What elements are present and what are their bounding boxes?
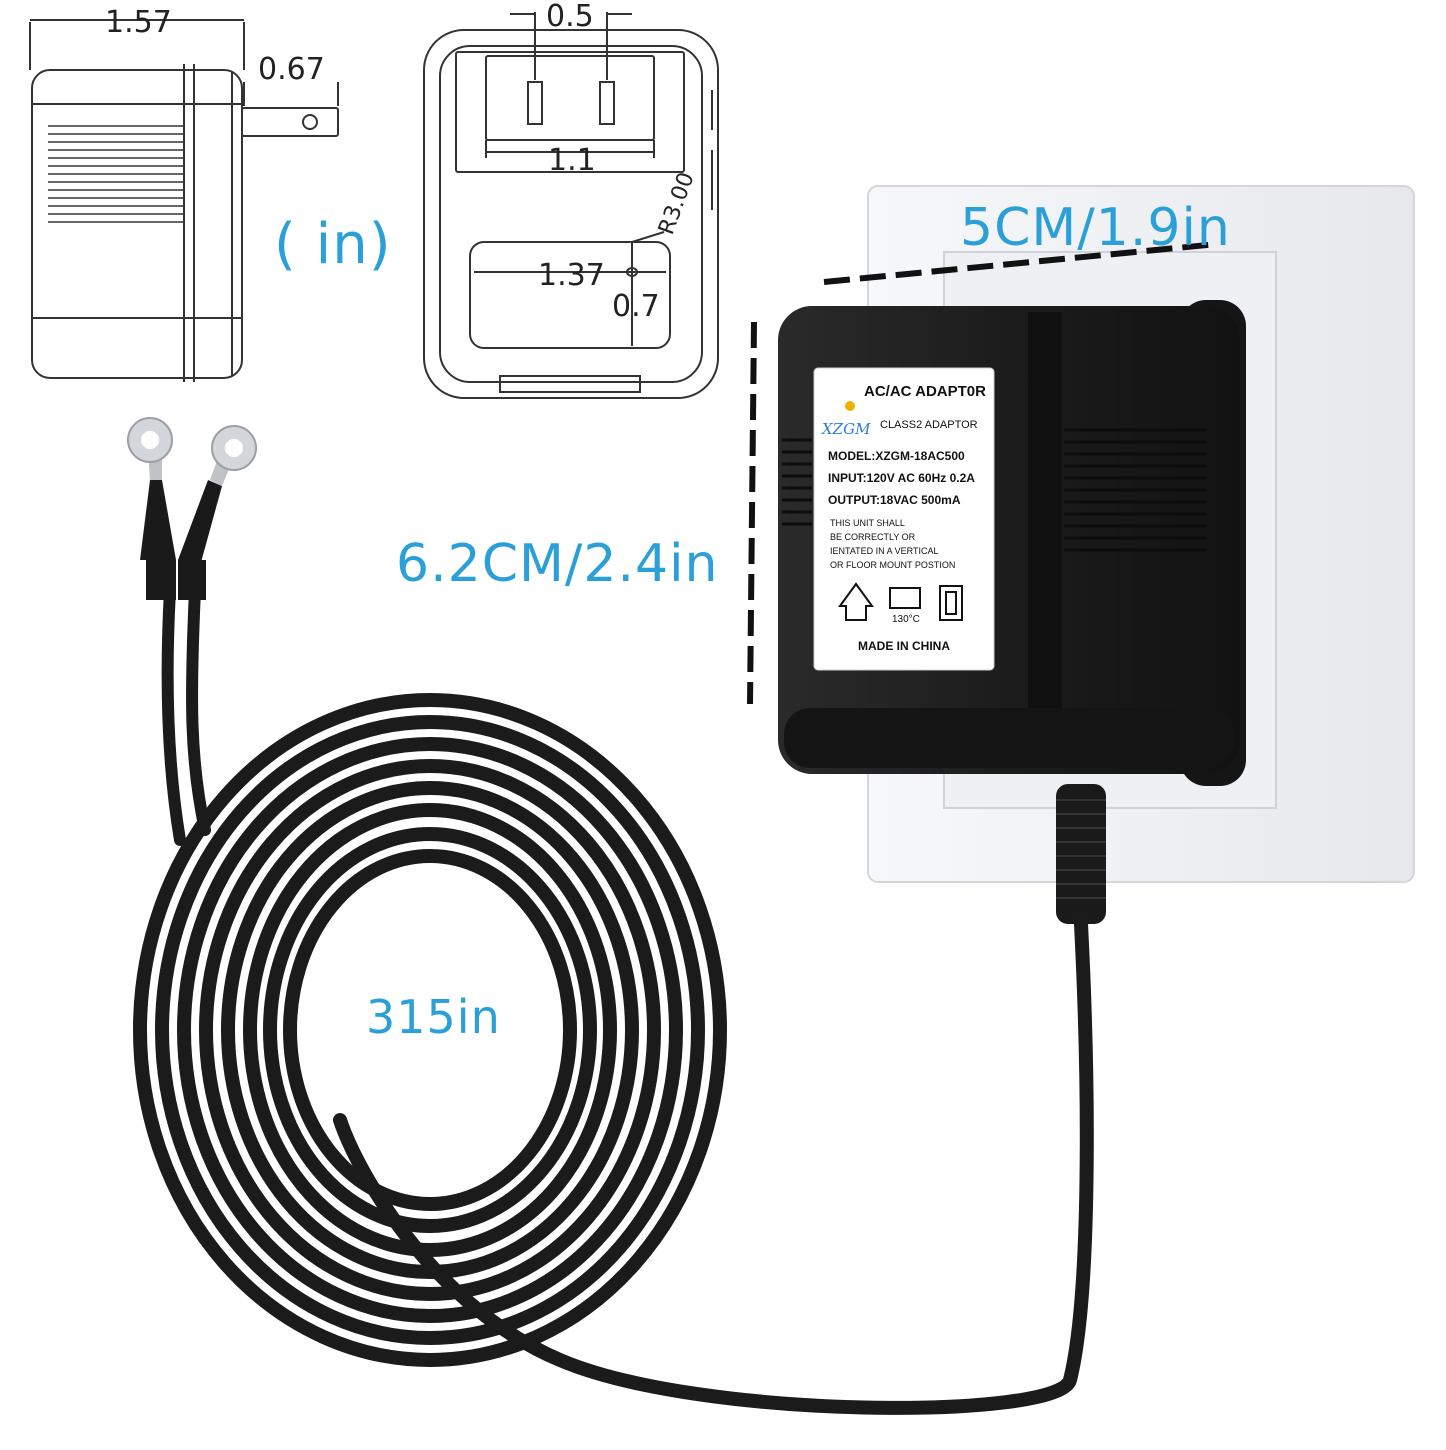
label-subtitle: CLASS2 ADAPTOR	[880, 419, 978, 431]
units-label: ( in)	[274, 212, 392, 277]
label-notice-3: IENTATED IN A VERTICAL	[830, 546, 939, 556]
label-notice-4: OR FLOOR MOUNT POSTION	[830, 560, 955, 570]
cable-length-label: 315in	[366, 990, 501, 1044]
label-input: INPUT:120V AC 60Hz 0.2A	[828, 471, 975, 485]
dim-side-width: 1.57	[105, 5, 172, 40]
height-label: 6.2CM/2.4in	[396, 534, 719, 594]
strain-relief	[1056, 784, 1106, 924]
label-temp: 130°C	[892, 614, 920, 625]
dim-prong-length: 0.67	[258, 52, 325, 87]
side-view-drawing	[29, 19, 339, 382]
dim-recess-height: 0.7	[612, 289, 660, 324]
fuse-icon	[889, 587, 921, 609]
label-notice-1: THIS UNIT SHALL	[830, 518, 905, 528]
height-dashed-line	[747, 321, 757, 705]
ring-terminals	[127, 417, 257, 600]
label-output: OUTPUT:18VAC 500mA	[828, 493, 961, 507]
width-label: 5CM/1.9in	[960, 198, 1231, 258]
front-view-drawing	[423, 12, 719, 399]
brand-sun-icon	[845, 401, 855, 411]
dim-corner-radius: R3.00	[654, 169, 699, 238]
adapter-label: AC/AC ADAPT0R XZGM CLASS2 ADAPTOR MODEL:…	[813, 367, 995, 671]
label-model: MODEL:XZGM-18AC500	[828, 449, 965, 463]
width-dashed-line	[823, 241, 1219, 285]
label-notice-2: BE CORRECTLY OR	[830, 532, 916, 542]
double-insulation-icon	[939, 585, 963, 621]
coiled-cable	[133, 584, 1094, 1415]
indoor-use-icon	[838, 582, 874, 621]
label-brand: XZGM	[821, 420, 871, 438]
label-title: AC/AC ADAPT0R	[864, 383, 986, 400]
label-origin: MADE IN CHINA	[858, 639, 950, 653]
dim-prong-spacing: 0.5	[546, 0, 594, 34]
dim-recess-width: 1.37	[538, 258, 605, 293]
dim-plug-width: 1.1	[548, 143, 596, 178]
